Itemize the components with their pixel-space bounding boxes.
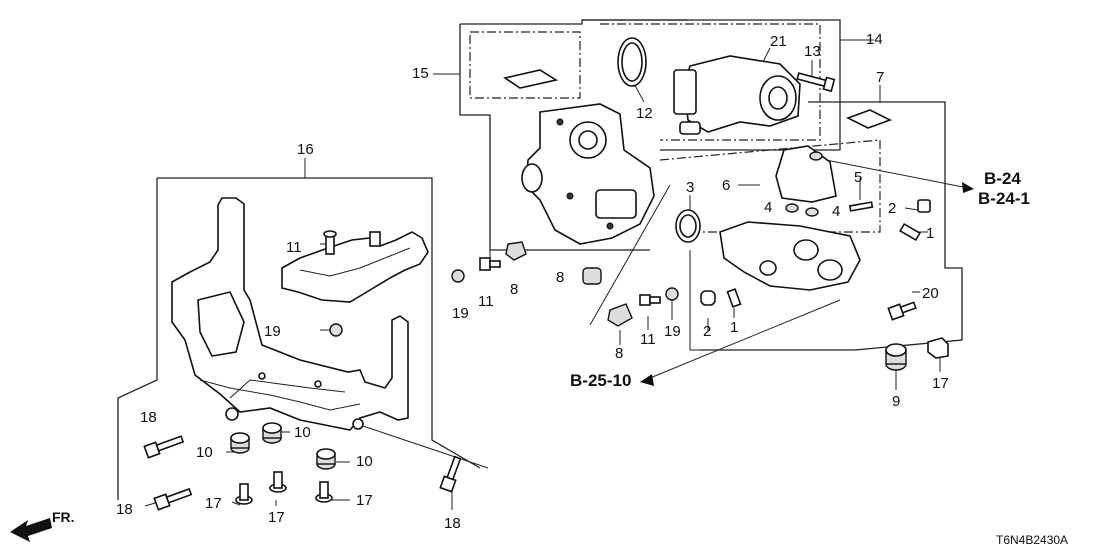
label-part-8: 8 [615,345,623,362]
label-part-12: 12 [636,105,653,122]
master-cylinder [700,109,931,371]
front-direction-label: FR. [52,509,75,525]
label-part-8: 8 [510,281,518,298]
reference-b24-1[interactable]: B-24-1 [978,189,1030,208]
bracket-assembly [171,197,429,431]
label-part-10: 10 [294,424,311,441]
diagram-code: T6N4B2430A [996,533,1068,547]
label-part-15: 15 [412,65,429,82]
label-part-5: 5 [854,169,862,186]
pump-body [503,37,701,245]
label-part-3: 3 [686,179,694,196]
part-number-labels: 1 1 2 2 3 4 4 5 6 7 8 8 8 9 10 10 10 11 … [116,31,949,532]
reference-b25-10[interactable]: B-25-10 [570,371,631,390]
label-part-11: 11 [640,331,656,348]
label-part-17: 17 [356,492,373,509]
label-part-9: 9 [892,393,900,410]
label-part-4: 4 [832,203,840,220]
front-direction-arrow [10,518,52,542]
label-part-4: 4 [764,199,772,216]
label-part-8: 8 [556,269,564,286]
label-part-21: 21 [770,33,787,50]
label-part-18: 18 [140,409,157,426]
grommet-part-10 [230,422,336,470]
label-part-18: 18 [116,501,133,518]
label-part-19: 19 [452,305,469,322]
label-part-7: 7 [876,69,884,86]
bolt-part-18 [143,435,462,511]
label-part-2: 2 [703,323,711,340]
label-part-19: 19 [264,323,281,340]
label-part-10: 10 [196,444,213,461]
label-part-1: 1 [730,319,738,336]
label-part-11: 11 [286,239,302,256]
label-part-1: 1 [926,225,934,242]
label-part-14: 14 [866,31,883,48]
label-part-17: 17 [205,495,222,512]
label-part-19: 19 [664,323,681,340]
reference-arrows [640,159,974,386]
label-part-20: 20 [922,285,939,302]
label-part-13: 13 [804,43,821,60]
label-part-10: 10 [356,453,373,470]
label-part-6: 6 [722,177,730,194]
group-outlines [117,19,963,500]
label-part-11: 11 [478,293,494,310]
motor-unit [673,55,836,135]
label-part-17: 17 [268,509,285,526]
small-fasteners [323,230,679,337]
label-part-16: 16 [297,141,314,158]
label-part-2: 2 [888,200,896,217]
pin-part-17 [235,337,949,505]
reference-b24[interactable]: B-24 [984,169,1021,188]
label-part-18: 18 [444,515,461,532]
label-part-17: 17 [932,375,949,392]
